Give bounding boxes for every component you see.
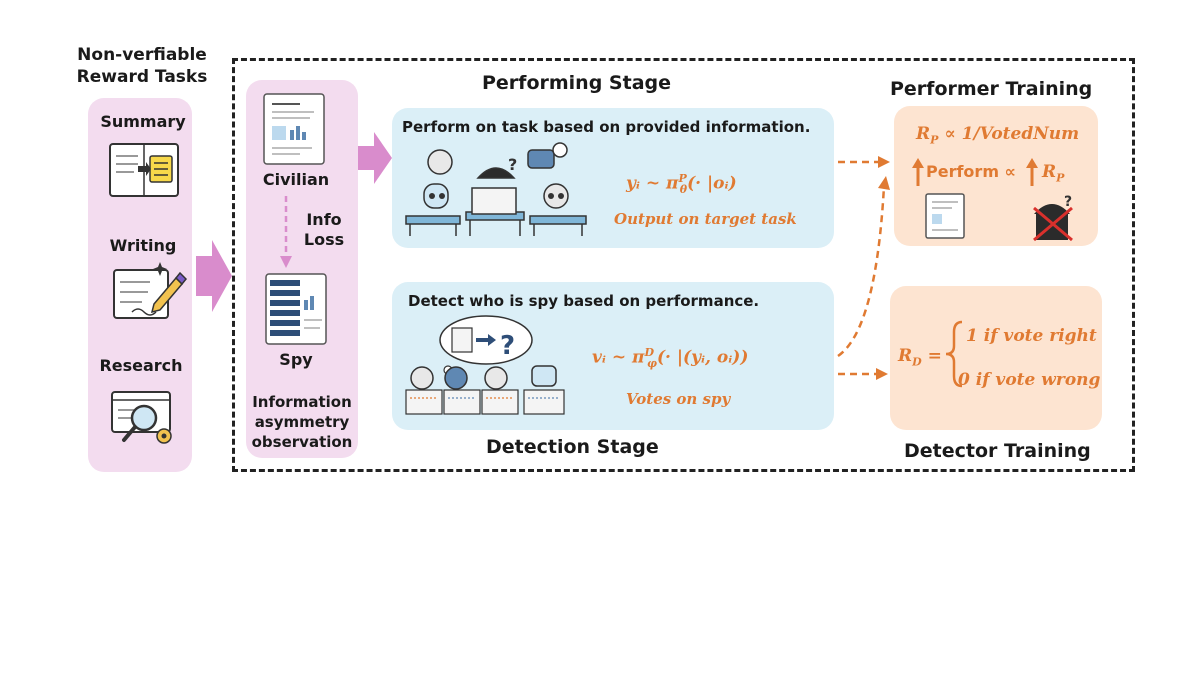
detector-case-wrong: 0 if vote wrong bbox=[958, 370, 1101, 390]
performer-reward-formula: RP ∝ 1/VotedNum bbox=[916, 124, 1080, 147]
detector-case-right: 1 if vote right bbox=[966, 326, 1097, 346]
task-writing-label: Writing bbox=[109, 236, 177, 255]
dashed-frame bbox=[232, 58, 1135, 472]
detector-training-title: Detector Training bbox=[904, 440, 1091, 462]
detector-training-panel bbox=[890, 286, 1102, 430]
civilian-label: Civilian bbox=[262, 170, 330, 189]
performing-stage-title: Performing Stage bbox=[482, 72, 671, 94]
detection-instruction: Detect who is spy based on performance. bbox=[408, 292, 760, 310]
spy-label: Spy bbox=[279, 350, 313, 369]
task-summary-label: Summary bbox=[100, 112, 186, 131]
detection-stage-title: Detection Stage bbox=[486, 436, 659, 458]
detection-formula: vᵢ ~ πDφ(· |(yᵢ, oᵢ)) bbox=[592, 346, 749, 371]
performer-training-title: Performer Training bbox=[890, 78, 1093, 100]
perform-relation: Perform ∝ bbox=[926, 162, 1016, 181]
tasks-title: Non-verfiable Reward Tasks bbox=[76, 45, 208, 87]
detection-caption: Votes on spy bbox=[626, 390, 731, 408]
task-research-label: Research bbox=[99, 356, 183, 375]
performing-panel bbox=[392, 108, 834, 248]
info-loss-label: Info Loss bbox=[303, 210, 345, 249]
performing-caption: Output on target task bbox=[614, 210, 797, 228]
performing-formula: yᵢ ~ πPθ(· |oᵢ) bbox=[626, 172, 737, 197]
tasks-panel bbox=[88, 98, 192, 472]
detector-reward-formula: RD = bbox=[898, 346, 942, 369]
observation-caption: Information asymmetry observation bbox=[251, 393, 353, 451]
performing-instruction: Perform on task based on provided inform… bbox=[402, 118, 811, 136]
perform-rp: RP bbox=[1042, 162, 1065, 185]
